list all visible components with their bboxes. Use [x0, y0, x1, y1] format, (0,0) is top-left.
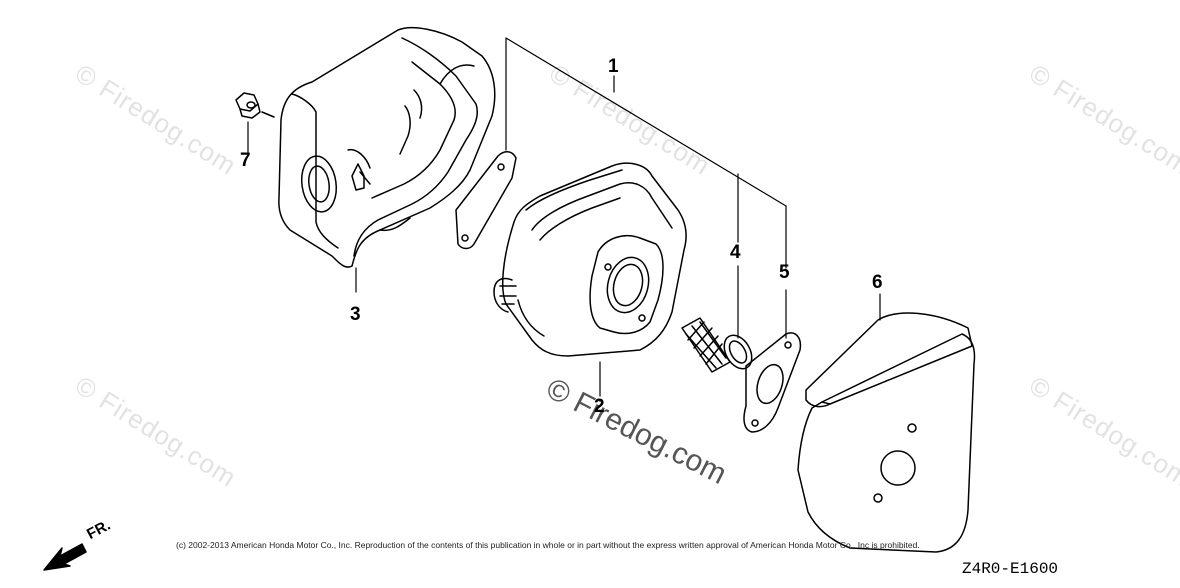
- callout-1: 1: [608, 56, 619, 77]
- muffler-body-part: [493, 162, 687, 357]
- callout-5: 5: [779, 262, 790, 283]
- muffler-gasket-part: [455, 151, 517, 250]
- heat-shield-part: [797, 312, 976, 553]
- copyright-notice: (c) 2002-2013 American Honda Motor Co., …: [176, 540, 920, 550]
- callout-6: 6: [872, 272, 883, 293]
- exhaust-gasket-part: [743, 332, 802, 433]
- leader-lines: [247, 37, 881, 397]
- callout-2: 2: [594, 396, 605, 417]
- callout-7: 7: [240, 150, 251, 171]
- callout-3: 3: [350, 304, 361, 325]
- muffler-protector-part: [278, 26, 496, 268]
- callout-4: 4: [730, 242, 741, 263]
- leader-1-bracket: [505, 37, 787, 207]
- spark-arrester-part: [681, 317, 753, 373]
- flange-bolt-part: [235, 92, 275, 119]
- front-direction-arrow: [43, 543, 87, 571]
- diagram-code: Z4R0-E1600: [962, 560, 1059, 578]
